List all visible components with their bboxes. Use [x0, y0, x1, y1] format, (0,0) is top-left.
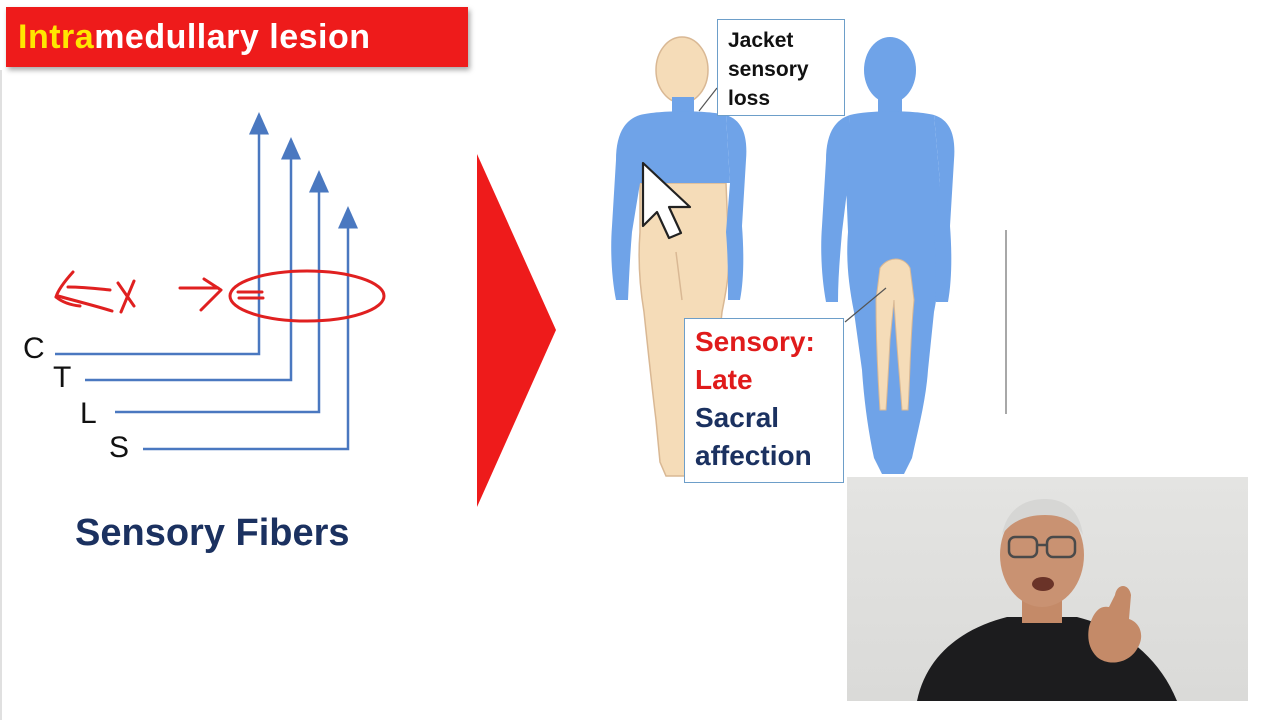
- segment-label-l: L: [80, 397, 97, 430]
- fiber-s: [143, 206, 358, 451]
- fiber-c: [55, 112, 269, 356]
- segment-label-t: T: [53, 361, 72, 394]
- big-red-arrow-icon: [477, 154, 556, 507]
- fiber-l: [115, 170, 329, 414]
- body-figure-sacral: [821, 37, 955, 474]
- sensory-fibers: [55, 112, 358, 451]
- callout-jacket-line-3: loss: [728, 87, 771, 110]
- title-highlight: Intra: [18, 17, 95, 56]
- slide-left-border: [0, 70, 2, 720]
- callout-jacket-line-2: sensory: [728, 58, 809, 81]
- callout-jacket-line-1: Jacket: [728, 29, 794, 52]
- title-rest: medullary lesion: [94, 17, 371, 56]
- handwritten-annotation: [54, 269, 386, 323]
- callout-sacral-line-4: affection: [695, 440, 812, 471]
- sensory-fibers-caption: Sensory Fibers: [75, 512, 350, 554]
- segment-label-c: C: [23, 332, 45, 365]
- fiber-t: [85, 137, 301, 382]
- callout-jacket-sensory-loss: Jacket sensory loss: [717, 19, 845, 116]
- sacral-leader-line: [844, 287, 887, 323]
- presenter-webcam: [847, 477, 1248, 701]
- presenter-figure: [917, 499, 1177, 701]
- callout-sacral-line-2: Late: [695, 364, 753, 395]
- jacket-leader-line: [698, 87, 718, 112]
- callout-sacral-line-3: Sacral: [695, 402, 780, 433]
- segment-label-s: S: [109, 431, 130, 464]
- mouse-cursor-icon: [641, 161, 692, 240]
- callout-sacral-line-1: Sensory:: [695, 326, 815, 357]
- callout-sacral-affection: Sensory: Late Sacral affection: [684, 318, 844, 483]
